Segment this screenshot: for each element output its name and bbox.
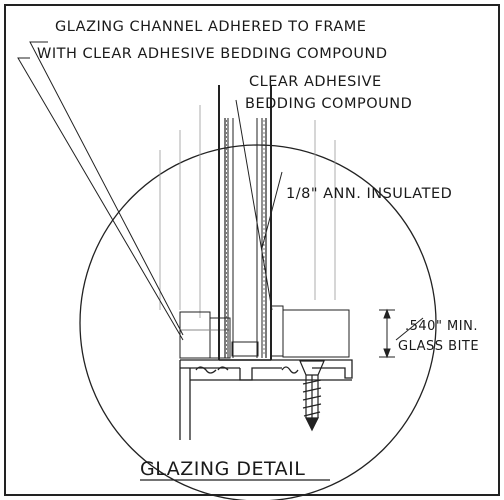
frame-reference-lines <box>159 105 336 318</box>
insulated-glass-unit <box>218 85 272 361</box>
note-glass-type: 1/8" ANN. INSULATED <box>286 186 452 202</box>
detail-circle <box>79 144 437 500</box>
note-glazing-channel-line2: WITH CLEAR ADHESIVE BEDDING COMPOUND <box>37 46 388 62</box>
note-glass-bite-line2: GLASS BITE <box>398 339 479 354</box>
detail-title: GLAZING DETAIL <box>140 458 305 480</box>
sheet-border <box>4 4 500 496</box>
note-bedding-compound-line1: CLEAR ADHESIVE <box>249 74 382 90</box>
glazing-stop <box>270 305 350 358</box>
note-glazing-channel-line1: GLAZING CHANNEL ADHERED TO FRAME <box>55 19 366 35</box>
glazing-channel <box>179 311 231 359</box>
note-glass-bite-line1: .540" MIN. <box>405 319 478 334</box>
glass-bite-dimension <box>379 308 395 359</box>
fastener-screw <box>299 360 325 432</box>
frame-extrusion <box>179 359 353 440</box>
note-bedding-compound-line2: BEDDING COMPOUND <box>245 96 412 112</box>
leader-lines <box>17 41 424 341</box>
